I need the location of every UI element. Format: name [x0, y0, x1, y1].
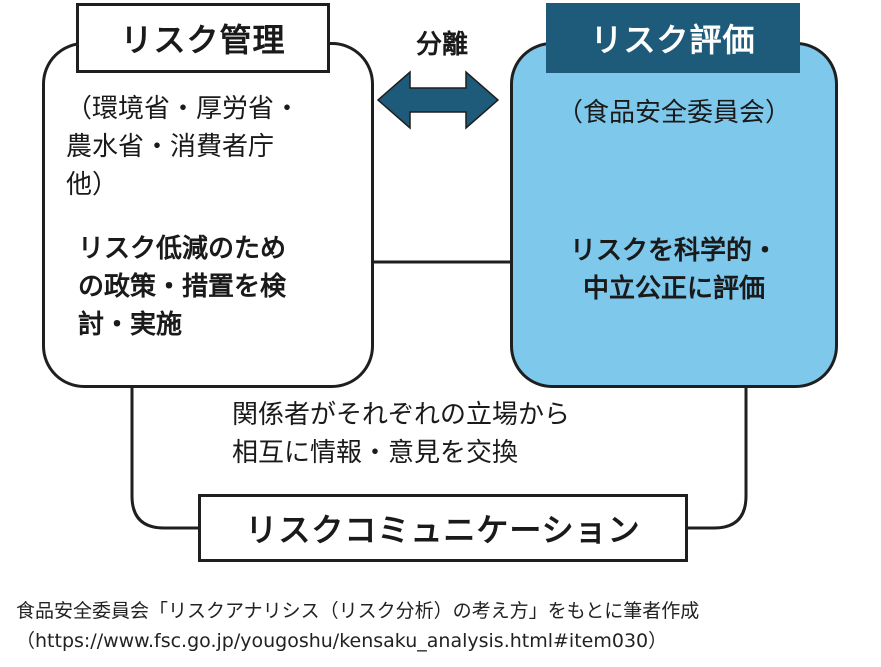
management-orgs-line: （環境省・厚労省・ — [66, 94, 301, 124]
double-arrow-icon — [376, 70, 500, 130]
source-line: （https://www.fsc.go.jp/yougoshu/kensaku_… — [16, 630, 668, 652]
connector-left-loop — [130, 388, 198, 530]
management-orgs-line: 他） — [66, 170, 119, 200]
management-action-line: 討・実施 — [78, 310, 183, 340]
evaluation-action-line: リスクを科学的・ — [569, 236, 778, 266]
evaluation-action-line: 中立公正に評価 — [582, 274, 765, 304]
separation-label: 分離 — [415, 30, 468, 60]
management-orgs: （環境省・厚労省・ 農水省・消費者庁 他） — [66, 90, 366, 204]
exchange-text: 関係者がそれぞれの立場から 相互に情報・意見を交換 — [232, 396, 692, 472]
exchange-text-line: 相互に情報・意見を交換 — [232, 438, 519, 468]
exchange-text-line: 関係者がそれぞれの立場から — [232, 400, 571, 430]
management-orgs-line: 農水省・消費者庁 — [66, 132, 275, 162]
evaluation-org: （食品安全委員会） — [556, 98, 791, 128]
risk-evaluation-title: リスク評価 — [546, 3, 800, 73]
source-note: 食品安全委員会「リスクアナリシス（リスク分析）の考え方」をもとに筆者作成 （ht… — [16, 596, 876, 656]
source-line: 食品安全委員会「リスクアナリシス（リスク分析）の考え方」をもとに筆者作成 — [16, 600, 700, 622]
connector-right-loop — [688, 388, 748, 530]
risk-management-box — [42, 42, 374, 388]
management-action-line: リスク低減のため — [78, 234, 287, 264]
evaluation-action: リスクを科学的・ 中立公正に評価 — [510, 232, 838, 308]
risk-communication-box: リスクコミュニケーション — [198, 494, 688, 562]
risk-management-title: リスク管理 — [76, 3, 330, 73]
risk-evaluation-box — [510, 42, 838, 388]
management-action-line: の政策・措置を検 — [78, 272, 287, 302]
management-action: リスク低減のため の政策・措置を検 討・実施 — [78, 230, 368, 344]
